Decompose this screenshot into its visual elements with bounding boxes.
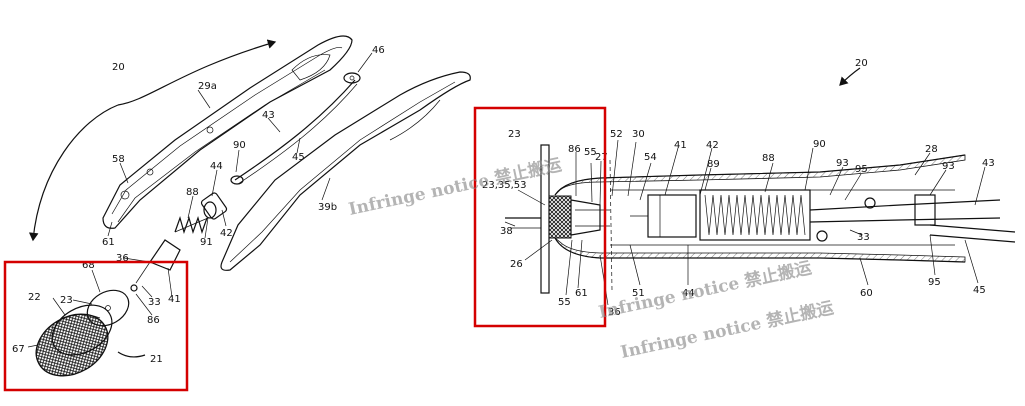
label-22: 22 — [28, 292, 41, 303]
label-61: 61 — [102, 237, 115, 248]
label-30: 30 — [632, 129, 645, 140]
watermark-1: Infringe notice 禁止搬运 — [347, 154, 564, 220]
section-motor — [630, 194, 697, 238]
cable-channel — [809, 194, 1016, 243]
handle-upper-part — [102, 35, 353, 229]
label-58: 58 — [112, 154, 125, 165]
label-38: 38 — [500, 226, 513, 237]
label-90-right: 90 — [813, 139, 826, 150]
label-29a: 29a — [198, 81, 217, 92]
label-36-right: 36 — [608, 307, 621, 318]
label-23-left: 23 — [60, 295, 73, 306]
label-42-right: 42 — [706, 140, 719, 151]
label-28: 28 — [925, 144, 938, 155]
exploded-leaders — [27, 52, 373, 348]
label-86-right: 86 — [568, 144, 581, 155]
label-36: 36 — [116, 253, 129, 264]
label-45-right: 45 — [973, 285, 986, 296]
leader-21 — [117, 351, 146, 358]
label-43: 43 — [262, 110, 275, 121]
label-20-right: 20 — [855, 58, 868, 69]
spring — [174, 216, 209, 234]
handle-lower-part — [220, 71, 471, 271]
label-60: 60 — [860, 288, 873, 299]
section-view: 20 23 86 55 27 52 30 54 41 42 89 88 90 9… — [473, 58, 1016, 328]
label-54: 54 — [644, 152, 657, 163]
label-55-upper: 55 — [584, 147, 597, 158]
label-20-left: 20 — [112, 62, 125, 73]
motor — [200, 175, 244, 220]
exploded-view: 20 29a 46 43 90 45 58 44 88 39b 61 91 42… — [3, 35, 471, 392]
label-93-b: 93 — [942, 161, 955, 172]
label-88-right: 88 — [762, 153, 775, 164]
label-45: 45 — [292, 152, 305, 163]
label-95-a: 95 — [855, 164, 868, 175]
label-93-a: 93 — [836, 158, 849, 169]
section-leaders — [504, 139, 986, 306]
label-91: 91 — [200, 237, 213, 248]
label-44: 44 — [210, 161, 223, 172]
section-spring — [699, 189, 811, 241]
label-51: 51 — [632, 288, 645, 299]
label-90: 90 — [233, 140, 246, 151]
connector — [130, 239, 181, 292]
label-23-35-53: 23,35,53 — [482, 180, 527, 191]
highlight-box-right — [473, 106, 607, 328]
label-27: 27 — [595, 152, 608, 163]
connector-hub — [548, 159, 613, 291]
label-89: 89 — [707, 159, 720, 170]
label-26: 26 — [510, 259, 523, 270]
label-42: 42 — [220, 228, 233, 239]
label-43-right: 43 — [982, 158, 995, 169]
label-39b: 39b — [318, 202, 337, 213]
sponge-pad — [35, 304, 113, 377]
label-33-left: 33 — [148, 297, 161, 308]
label-95-b: 95 — [928, 277, 941, 288]
label-46: 46 — [372, 45, 385, 56]
label-33-right: 33 — [857, 232, 870, 243]
label-67: 67 — [12, 344, 25, 355]
label-41-left: 41 — [168, 294, 181, 305]
label-21: 21 — [150, 354, 163, 365]
label-55-lower: 55 — [558, 297, 571, 308]
leader-20-upper — [117, 39, 277, 106]
label-61-right: 61 — [575, 288, 588, 299]
housing — [554, 154, 966, 263]
label-52: 52 — [610, 129, 623, 140]
leader-20-right — [839, 67, 861, 86]
leader-20-lower — [28, 104, 119, 242]
label-44-right: 44 — [682, 288, 695, 299]
label-86-left: 86 — [147, 315, 160, 326]
label-68: 68 — [82, 260, 95, 271]
highlight-box-left — [3, 260, 189, 392]
label-41-right: 41 — [674, 140, 687, 151]
label-88: 88 — [186, 187, 199, 198]
cable-assembly — [234, 72, 361, 185]
label-23-right: 23 — [508, 129, 521, 140]
